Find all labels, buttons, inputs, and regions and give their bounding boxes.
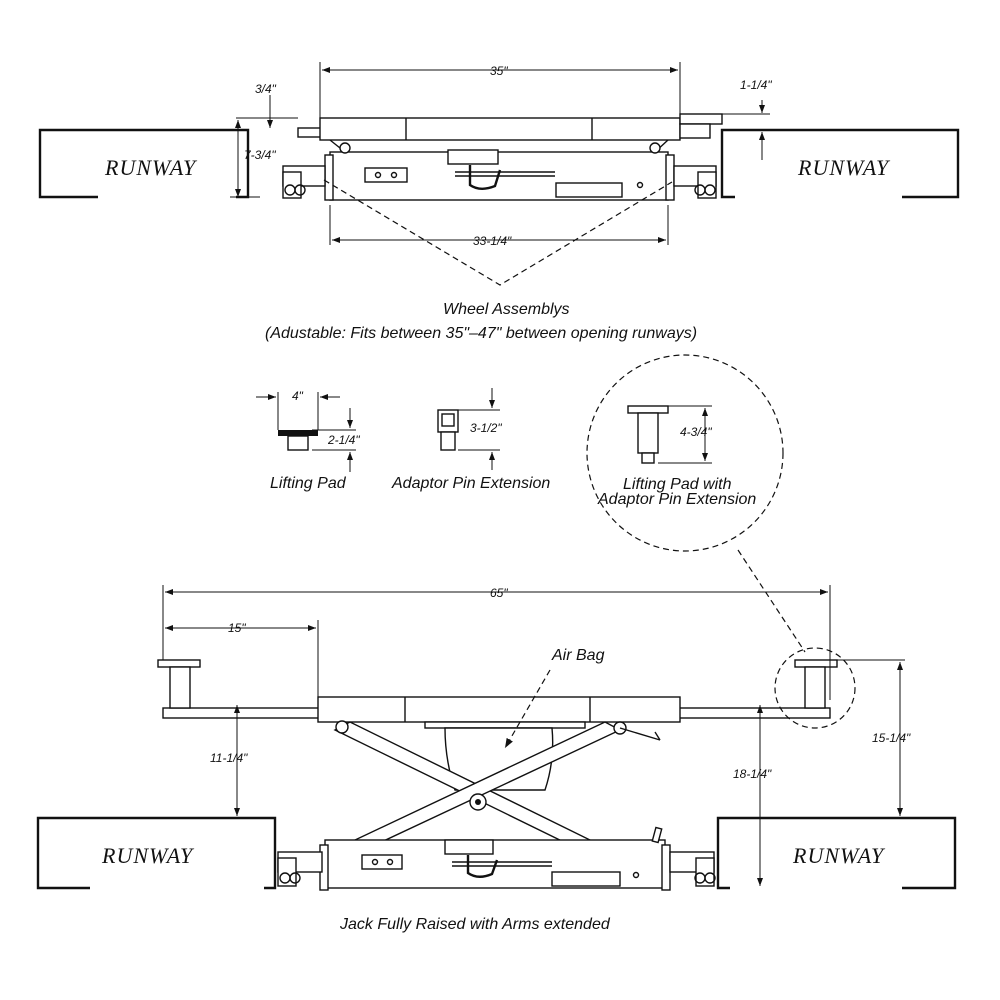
detail-callout-small-circle xyxy=(774,647,856,729)
combined-height: 4-3/4" xyxy=(680,425,712,439)
raised-base xyxy=(319,826,671,891)
lifting-pad-height: 2-1/4" xyxy=(327,433,360,447)
dim-width-label: 35" xyxy=(490,64,508,78)
dim-arm-label: 15" xyxy=(228,621,246,635)
adaptor-pin-detail: 3-1/2" Adaptor Pin Extension xyxy=(391,388,550,492)
runway-right-shape xyxy=(720,128,960,199)
jack-platform xyxy=(297,113,723,141)
raised-platform xyxy=(317,696,681,729)
dim-left-height-label: 11-1/4" xyxy=(210,751,248,765)
dim-right-height-label: 15-1/4" xyxy=(872,731,911,745)
runway-left-lower-shape xyxy=(36,816,277,890)
raised-view: RUNWAY RUNWAY xyxy=(36,585,957,933)
dim-base-label: 33-1/4" xyxy=(473,234,512,248)
runway-right-label: RUNWAY xyxy=(797,155,891,180)
wheel-assembly-left xyxy=(282,165,326,199)
jack-base xyxy=(324,139,675,201)
combined-detail: 4-3/4" Lifting Pad with Adaptor Pin Exte… xyxy=(586,354,806,653)
lifting-pad-width: 4" xyxy=(292,389,304,403)
runway-right-lower-label: RUNWAY xyxy=(792,843,886,868)
dim-left-step-label: 3/4" xyxy=(255,82,277,96)
lifting-pad-detail: 4" 2-1/4" Lifting Pad xyxy=(256,389,360,492)
dimension-lines-raised xyxy=(162,585,905,886)
raised-caption: Jack Fully Raised with Arms extended xyxy=(339,916,611,933)
adjustable-note: (Adustable: Fits between 35"–47" between… xyxy=(265,325,697,342)
combined-label-line2: Adaptor Pin Extension xyxy=(597,491,756,508)
dimension-lines-top xyxy=(230,62,770,286)
adaptor-pin-height: 3-1/2" xyxy=(470,421,502,435)
lifting-pad-label: Lifting Pad xyxy=(270,475,347,492)
combined-label-line1: Lifting Pad with xyxy=(623,476,732,493)
detail-callout-circle xyxy=(586,354,784,552)
adaptor-pin-label: Adaptor Pin Extension xyxy=(391,475,550,492)
dim-center-height-label: 18-1/4" xyxy=(733,767,772,781)
wheel-assembly-lower-right xyxy=(669,851,716,887)
wheel-assemblys-caption: Wheel Assemblys xyxy=(443,301,570,318)
top-view: RUNWAY RUNWAY xyxy=(38,62,960,342)
runway-left-lower-label: RUNWAY xyxy=(101,843,195,868)
dim-height-label: 7-3/4" xyxy=(244,148,276,162)
air-bag-label: Air Bag xyxy=(551,647,605,664)
runway-right-lower-shape xyxy=(716,816,957,890)
scissor-arms xyxy=(333,720,661,846)
dim-total-label: 65" xyxy=(490,586,508,600)
wheel-assembly-right xyxy=(673,165,717,199)
dim-right-step-label: 1-1/4" xyxy=(740,78,772,92)
wheel-assembly-lower-left xyxy=(277,851,323,887)
runway-left-label: RUNWAY xyxy=(104,155,198,180)
